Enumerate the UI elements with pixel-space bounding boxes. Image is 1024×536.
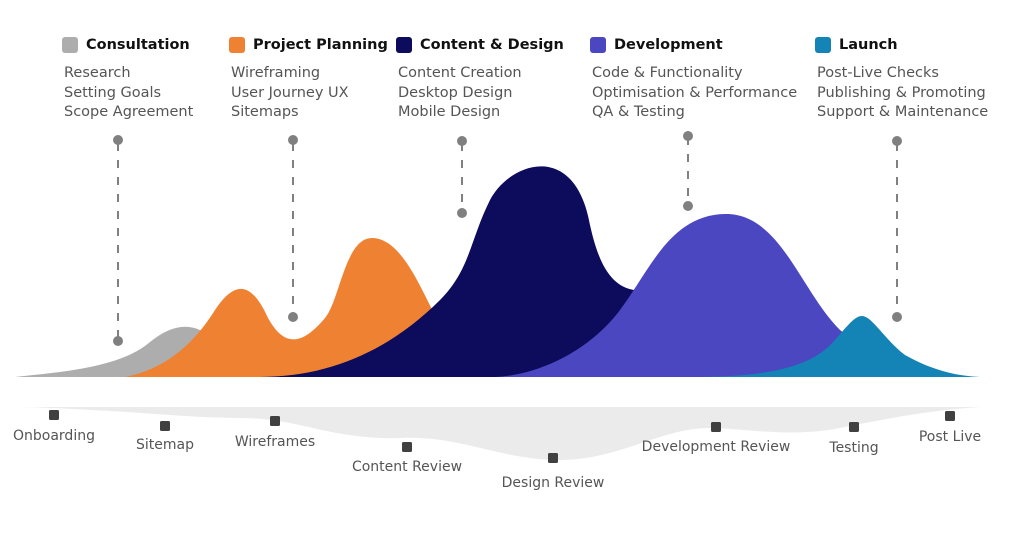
timeline-ribbon [15, 407, 980, 460]
phase-header: Project Planning [229, 34, 388, 56]
connector-dot [892, 136, 902, 146]
phase-title: Launch [839, 37, 898, 53]
phase-title: Development [614, 37, 723, 53]
phase-items: Wireframing User Journey UX Sitemaps [231, 64, 388, 123]
phase-item: Research [64, 65, 131, 81]
swatch-icon [590, 37, 606, 53]
phase-header: Content & Design [396, 34, 564, 56]
phase-header: Launch [815, 34, 988, 56]
phase-header: Development [590, 34, 797, 56]
phase-item: Support & Maintenance [817, 104, 989, 121]
milestone-marker [849, 422, 859, 432]
phase-title: Content & Design [420, 37, 564, 53]
connector-dots [113, 131, 902, 346]
connector-dot [892, 312, 902, 322]
milestone-marker [160, 421, 170, 431]
phase-project-planning: Project Planning Wireframing User Journe… [229, 34, 388, 123]
milestone-label: Design Review [502, 475, 605, 491]
phase-items: Content Creation Desktop Design Mobile D… [398, 64, 564, 123]
phase-item: Optimisation & Performance [592, 84, 798, 101]
phase-content-design: Content & Design Content Creation Deskto… [396, 34, 564, 123]
swatch-icon [396, 37, 412, 53]
phase-item: Publishing & Promoting [817, 84, 986, 101]
phase-items: Research Setting Goals Scope Agreement [64, 64, 193, 123]
milestone-markers [49, 410, 955, 463]
connector-dot [113, 336, 123, 346]
milestone-label: Testing [828, 440, 878, 456]
connector-dot [457, 136, 467, 146]
phase-header: Consultation [62, 34, 193, 56]
phase-consultation: Consultation Research Setting Goals Scop… [62, 34, 193, 123]
phase-item: Post-Live Checks [817, 65, 939, 81]
swatch-icon [229, 37, 245, 53]
phase-items: Post-Live Checks Publishing & Promoting … [817, 64, 988, 123]
phase-title: Project Planning [253, 37, 388, 53]
phase-item: Setting Goals [64, 84, 162, 101]
phase-item: Content Creation [398, 65, 522, 81]
swatch-icon [815, 37, 831, 53]
phase-item: User Journey UX [231, 84, 349, 101]
milestone-marker [270, 416, 280, 426]
phase-items: Code & Functionality Optimisation & Perf… [592, 64, 797, 123]
milestone-label: Development Review [642, 439, 791, 455]
swatch-icon [62, 37, 78, 53]
milestone-label: Post Live [919, 429, 981, 445]
phase-item: QA & Testing [592, 104, 685, 121]
milestone-marker [49, 410, 59, 420]
connectors [117, 137, 898, 338]
connector-dot [457, 208, 467, 218]
milestone-label: Sitemap [136, 437, 194, 453]
milestone-label: Wireframes [235, 434, 315, 450]
phase-launch: Launch Post-Live Checks Publishing & Pro… [815, 34, 988, 123]
phase-title: Consultation [86, 37, 190, 53]
phase-item: Scope Agreement [64, 104, 194, 121]
milestone-label: Content Review [352, 459, 462, 475]
phase-item: Sitemaps [231, 104, 299, 121]
phase-development: Development Code & Functionality Optimis… [590, 34, 797, 123]
connector-dot [288, 312, 298, 322]
phase-item: Code & Functionality [592, 65, 743, 81]
connector-dot [683, 131, 693, 141]
milestone-marker [945, 411, 955, 421]
milestone-marker [548, 453, 558, 463]
connector-dot [683, 201, 693, 211]
launch-curve [700, 316, 980, 377]
phase-item: Desktop Design [398, 84, 513, 101]
milestone-marker [711, 422, 721, 432]
development-curve [495, 213, 930, 377]
milestone-marker [402, 442, 412, 452]
phase-item: Mobile Design [398, 104, 501, 121]
milestone-label: Onboarding [13, 428, 95, 444]
connector-dot [113, 135, 123, 145]
connector-dot [288, 135, 298, 145]
phase-item: Wireframing [231, 65, 321, 81]
